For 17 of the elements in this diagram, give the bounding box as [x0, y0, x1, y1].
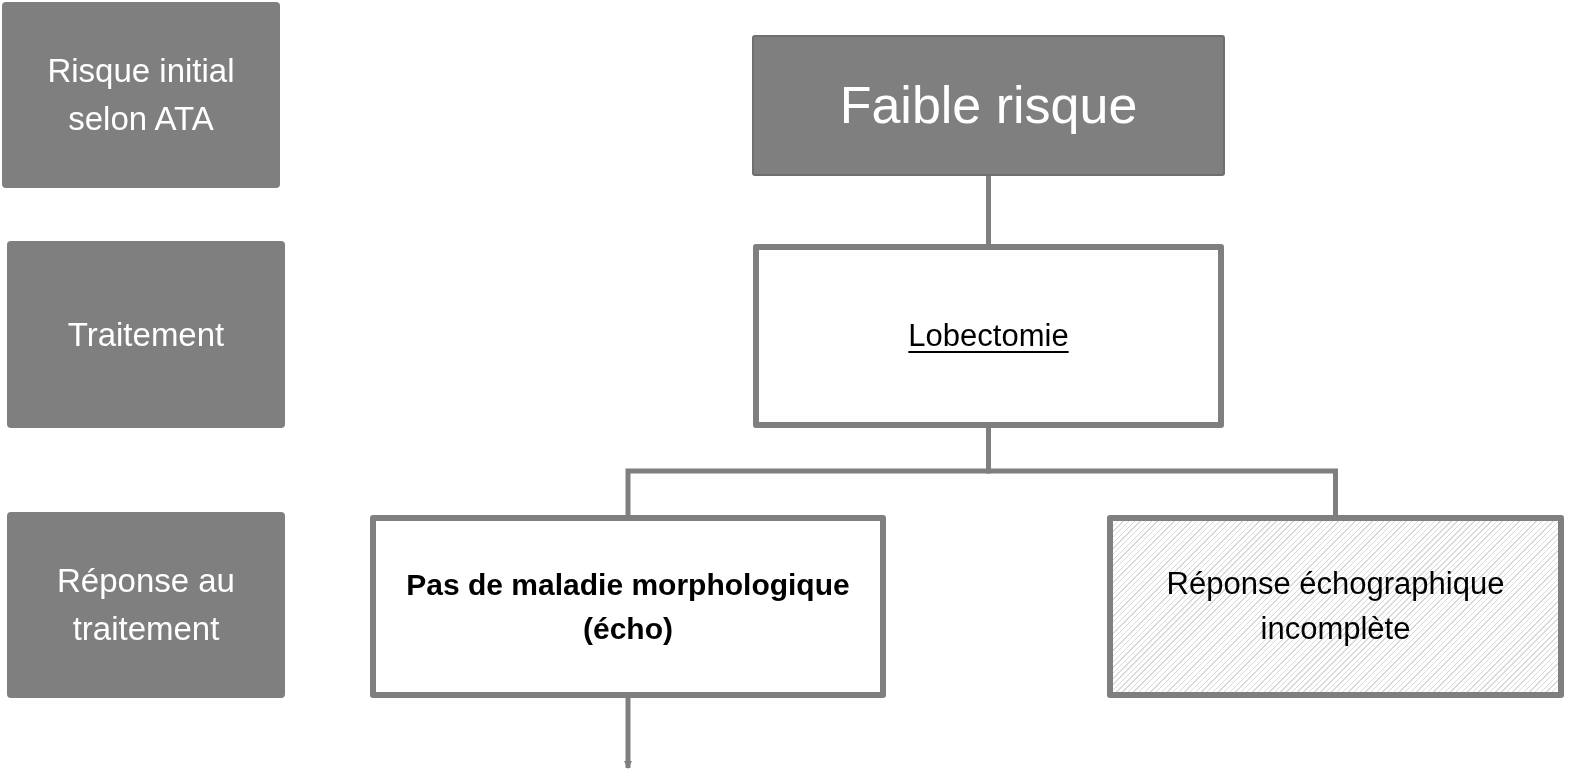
category-box — [7, 512, 285, 698]
box-label: Risque initial selon ATA — [46, 51, 236, 139]
treatment-box — [753, 244, 1224, 428]
box-label: Pas de maladie morphologique (écho) — [405, 567, 851, 647]
response-box — [370, 515, 886, 698]
arrow — [624, 698, 632, 769]
risk-box — [752, 35, 1225, 176]
category-box — [7, 241, 285, 428]
category-box — [2, 2, 280, 188]
connector-line — [986, 176, 991, 244]
box-label: Réponse échographique incomplète — [1165, 564, 1506, 648]
box-label: Traitement — [67, 314, 225, 355]
box-label: Lobectomie — [908, 316, 1069, 355]
connector-line — [986, 428, 1338, 515]
box-label: Faible risque — [839, 74, 1138, 136]
response-box — [1107, 515, 1564, 698]
box-label: Réponse au traitement — [56, 561, 236, 649]
